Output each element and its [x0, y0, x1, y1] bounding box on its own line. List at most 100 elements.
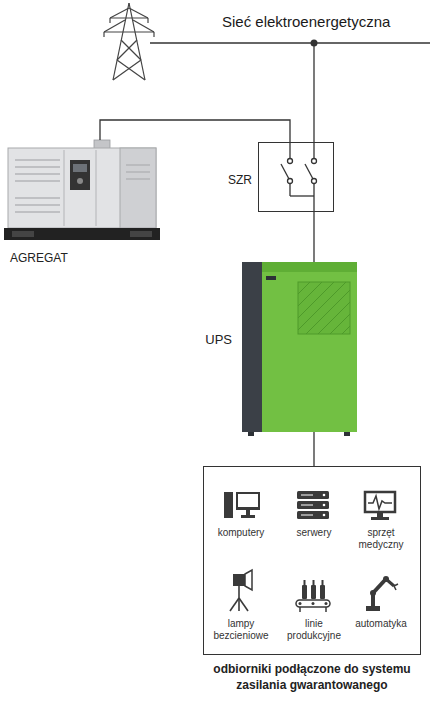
pylon-brace: [117, 40, 137, 60]
monitor-frame: [365, 492, 395, 512]
door-seam: [96, 150, 97, 226]
hatch: [318, 302, 350, 334]
pylon-brace: [104, 20, 125, 32]
generator-node: AGREGAT: [0, 140, 165, 265]
grid-node: Sieć elektroenergetyczna: [100, 0, 430, 43]
pc-monitor: [236, 492, 260, 510]
load-label: linie produkcyjne: [282, 618, 346, 641]
medical-monitor-icon: [365, 492, 395, 520]
lamp-head: [233, 574, 245, 586]
roller: [299, 602, 302, 605]
pylon-brace: [133, 20, 154, 32]
power-wire: [313, 43, 314, 142]
insulator: [103, 32, 104, 37]
switch-contact: [288, 159, 293, 164]
power-wire: [313, 212, 314, 262]
control-panel: [70, 160, 90, 190]
server-slot: [301, 515, 313, 516]
pylon-arm: [104, 31, 154, 32]
robot-gripper: [394, 586, 396, 590]
switch-wire: [290, 195, 314, 196]
ups-node: UPS: [242, 262, 357, 432]
pc-stand: [246, 510, 250, 515]
vent: [15, 180, 60, 182]
ups-foot: [248, 432, 254, 436]
switch-blade: [281, 164, 289, 179]
generator-body: [8, 148, 156, 228]
pc-base: [241, 515, 255, 518]
pylon-brace: [113, 60, 141, 80]
load-item: serwery: [282, 527, 346, 539]
vent: [126, 164, 150, 166]
switch-wire: [313, 184, 314, 212]
switch-wire: [289, 184, 290, 196]
conveyor-leg: [299, 607, 301, 612]
pylon-brace: [121, 40, 141, 60]
lamp-reflector: [245, 570, 252, 590]
insulator: [147, 18, 148, 23]
server-led: [323, 514, 326, 517]
robot-arm-icon: [366, 576, 398, 611]
insulator: [109, 18, 110, 23]
ups-label: UPS: [205, 332, 232, 347]
load-label: lampy bezcieniowe: [209, 618, 273, 641]
pc-tower: [224, 492, 233, 518]
hatch: [298, 282, 346, 330]
lamp-tripod: [230, 586, 248, 611]
loads-box: odbiorniki podłączone do systemu zasilan…: [203, 466, 421, 655]
load-label: sprzęt medyczny: [349, 527, 413, 550]
switch-wire: [289, 142, 290, 158]
hatch: [306, 290, 350, 334]
monitor-base: [371, 517, 389, 520]
computer-icon: [224, 492, 260, 518]
panel-switch: [77, 178, 83, 184]
switch-pivot: [312, 179, 317, 184]
ecg-trace: [368, 496, 392, 509]
pylon-brace: [110, 8, 129, 18]
tripod-leg: [239, 598, 248, 611]
surgical-lamp-icon: [230, 570, 252, 611]
switch-symbol: [281, 142, 317, 212]
pylon-brace: [129, 8, 148, 18]
bottle-neck: [313, 580, 315, 585]
load-label: serwery: [282, 527, 346, 539]
tripod-leg: [238, 598, 240, 611]
vent: [15, 211, 60, 213]
ups-foot: [344, 432, 350, 436]
bottle-neck: [322, 580, 324, 585]
server-slot: [301, 505, 313, 506]
generator-illustration: [4, 140, 160, 240]
load-item: automatyka: [349, 618, 413, 630]
switch-contact: [312, 159, 317, 164]
bottle: [320, 585, 325, 599]
hatch: [298, 282, 310, 294]
transfer-switch-box: SZR: [258, 142, 334, 212]
bottle: [302, 585, 307, 599]
pc-screen: [238, 494, 258, 507]
ups-front-strip: [242, 262, 262, 432]
server-unit: [297, 501, 329, 509]
switch-blade: [305, 164, 313, 179]
vent: [15, 166, 60, 168]
vent: [15, 159, 60, 161]
pylon-brace: [117, 60, 145, 80]
server-slot: [301, 495, 313, 496]
robot-link: [373, 580, 385, 593]
switch-wire: [313, 142, 314, 158]
loads-caption: odbiorniki podłączone do systemu zasilan…: [204, 662, 420, 693]
power-wire: [313, 432, 314, 466]
door-seam: [64, 150, 65, 226]
lamp-pole: [238, 586, 240, 598]
vent: [126, 178, 150, 180]
load-label: komputery: [209, 527, 273, 539]
ups-grille-hatch: [298, 282, 350, 334]
roller: [325, 602, 328, 605]
generator-vents: [15, 160, 150, 212]
ups-top: [262, 262, 357, 272]
load-item: lampy bezcieniowe: [209, 618, 273, 641]
generator-side: [120, 148, 156, 228]
robot-link: [386, 579, 394, 586]
ups-logo: [266, 276, 276, 280]
bottle-neck: [304, 580, 306, 585]
